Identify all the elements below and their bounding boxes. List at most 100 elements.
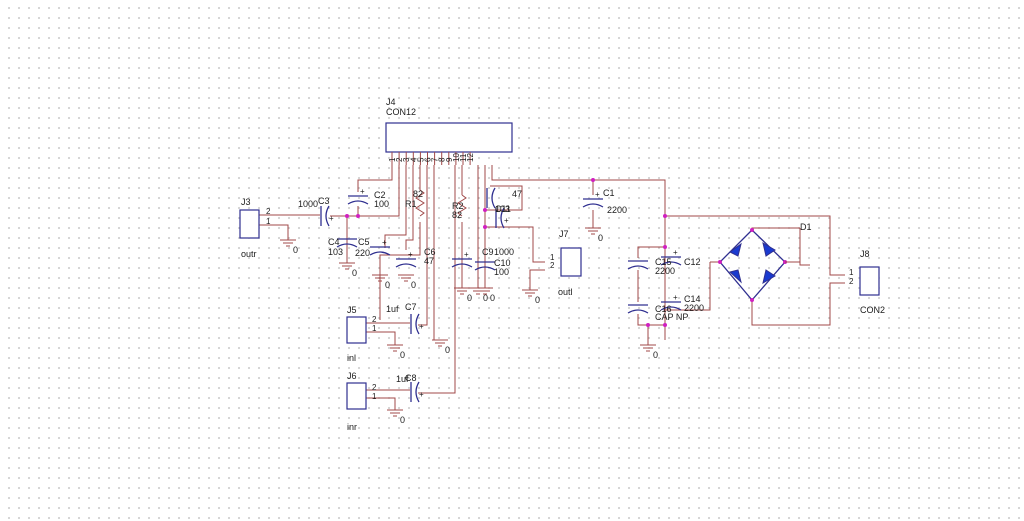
cap-ref: C15 bbox=[655, 257, 672, 267]
capacitor-c12[interactable]: +C12 bbox=[660, 248, 701, 267]
connector-j7[interactable]: J7 1 2 outl bbox=[550, 229, 582, 297]
cap-ref: C5 bbox=[358, 237, 370, 247]
j4-ref: J4 bbox=[386, 97, 396, 107]
svg-text:+: + bbox=[329, 214, 334, 223]
cap-ref: C16 bbox=[655, 304, 672, 314]
ground-icon: 0 bbox=[280, 239, 298, 255]
j7-pin2: 2 bbox=[550, 261, 555, 270]
cap-ref: C8 bbox=[405, 373, 417, 383]
capacitor-c7[interactable]: + C7 1uf bbox=[386, 302, 424, 335]
connector-j3[interactable]: J3 2 1 outr bbox=[239, 197, 271, 259]
j7-body bbox=[560, 247, 582, 277]
connector-j8[interactable]: J8 1 2 CON2 bbox=[849, 249, 885, 315]
j8-pin2: 2 bbox=[849, 277, 854, 286]
connector-j4[interactable]: J4 CON12 bbox=[385, 97, 513, 153]
j7-pin1: 1 bbox=[550, 253, 555, 262]
resistor-r2[interactable]: R2 82 bbox=[452, 194, 467, 220]
j6-pin1: 1 bbox=[372, 392, 377, 401]
j7-ref: J7 bbox=[559, 229, 569, 239]
cap-ref: C4 bbox=[328, 237, 340, 247]
svg-text:+: + bbox=[419, 322, 424, 331]
ground-icon: 0 bbox=[398, 274, 416, 290]
j4-pin-number: 10 bbox=[452, 153, 461, 162]
j7-value: outl bbox=[558, 287, 573, 297]
j4-pin-number: 7 bbox=[431, 157, 440, 162]
connector-j6[interactable]: J6 2 1 inr bbox=[346, 371, 377, 432]
cap-value: 100 bbox=[374, 199, 389, 209]
j5-pin1: 1 bbox=[372, 324, 377, 333]
ground-icon: 0 bbox=[522, 289, 540, 305]
capacitor-c9b[interactable]: 47 bbox=[486, 187, 522, 209]
cap-value: 103 bbox=[328, 247, 343, 257]
j3-value: outr bbox=[241, 249, 257, 259]
cap-ref: C1 bbox=[603, 188, 615, 198]
cap-value: 2200 bbox=[607, 205, 627, 215]
j5-ref: J5 bbox=[347, 305, 357, 315]
svg-text:+: + bbox=[382, 238, 387, 247]
j4-pin-number: 3 bbox=[402, 157, 411, 162]
svg-text:+: + bbox=[464, 250, 469, 259]
d1-ref: D1 bbox=[800, 222, 812, 232]
cap-ref: C2 bbox=[374, 190, 386, 200]
ground-label: 0 bbox=[490, 293, 495, 303]
cap-value: 47 bbox=[424, 256, 434, 266]
connector-j5[interactable]: J5 2 1 inl bbox=[346, 305, 377, 363]
ground-label: 0 bbox=[483, 293, 488, 303]
j4-pin-number: 6 bbox=[424, 157, 433, 162]
j8-ref: J8 bbox=[860, 249, 870, 259]
svg-text:+: + bbox=[419, 390, 424, 399]
ground-icon: 0 bbox=[477, 287, 495, 303]
j6-value: inr bbox=[347, 422, 357, 432]
cap-value: 1uf bbox=[386, 304, 399, 314]
j8-body bbox=[859, 266, 880, 296]
ground-label: 0 bbox=[352, 268, 357, 278]
cap-ref: C3 bbox=[318, 196, 330, 206]
j4-pin-number: 8 bbox=[438, 157, 447, 162]
ground-label: 0 bbox=[411, 280, 416, 290]
j4-pin-number: 4 bbox=[409, 157, 418, 162]
ground-icon: 0 bbox=[585, 227, 603, 243]
diode-3 bbox=[728, 269, 742, 284]
ground-label: 0 bbox=[467, 293, 472, 303]
ground-icon: 0 bbox=[432, 339, 450, 355]
resistor-r1[interactable]: R1 82 bbox=[405, 189, 425, 217]
cap-value: 1uf bbox=[396, 374, 409, 384]
cap-value: 47 bbox=[512, 189, 522, 199]
diode-bridge-d1[interactable]: D1 bbox=[718, 222, 812, 302]
svg-text:+: + bbox=[360, 187, 365, 196]
j3-pin1: 1 bbox=[266, 217, 271, 226]
cap-ref: C14 bbox=[684, 294, 701, 304]
diode-2 bbox=[762, 241, 776, 257]
r2-ref: R2 bbox=[452, 201, 464, 211]
j8-value: CON2 bbox=[860, 305, 885, 315]
capacitors: +C12200+C2100+C31000C4103+C5220+C647+C71… bbox=[298, 187, 704, 403]
cap-ref: C7 bbox=[405, 302, 417, 312]
cap-value: 100 bbox=[494, 267, 509, 277]
j6-ref: J6 bbox=[347, 371, 357, 381]
cap-ref: C11 bbox=[495, 204, 511, 214]
j5-body bbox=[346, 316, 367, 344]
ground-icon: 0 bbox=[454, 287, 472, 303]
ground-label: 0 bbox=[445, 345, 450, 355]
ground-label: 0 bbox=[293, 245, 298, 255]
wires bbox=[259, 165, 845, 410]
cap-value: 103 bbox=[495, 204, 510, 214]
cap-ref: C12 bbox=[684, 257, 701, 267]
